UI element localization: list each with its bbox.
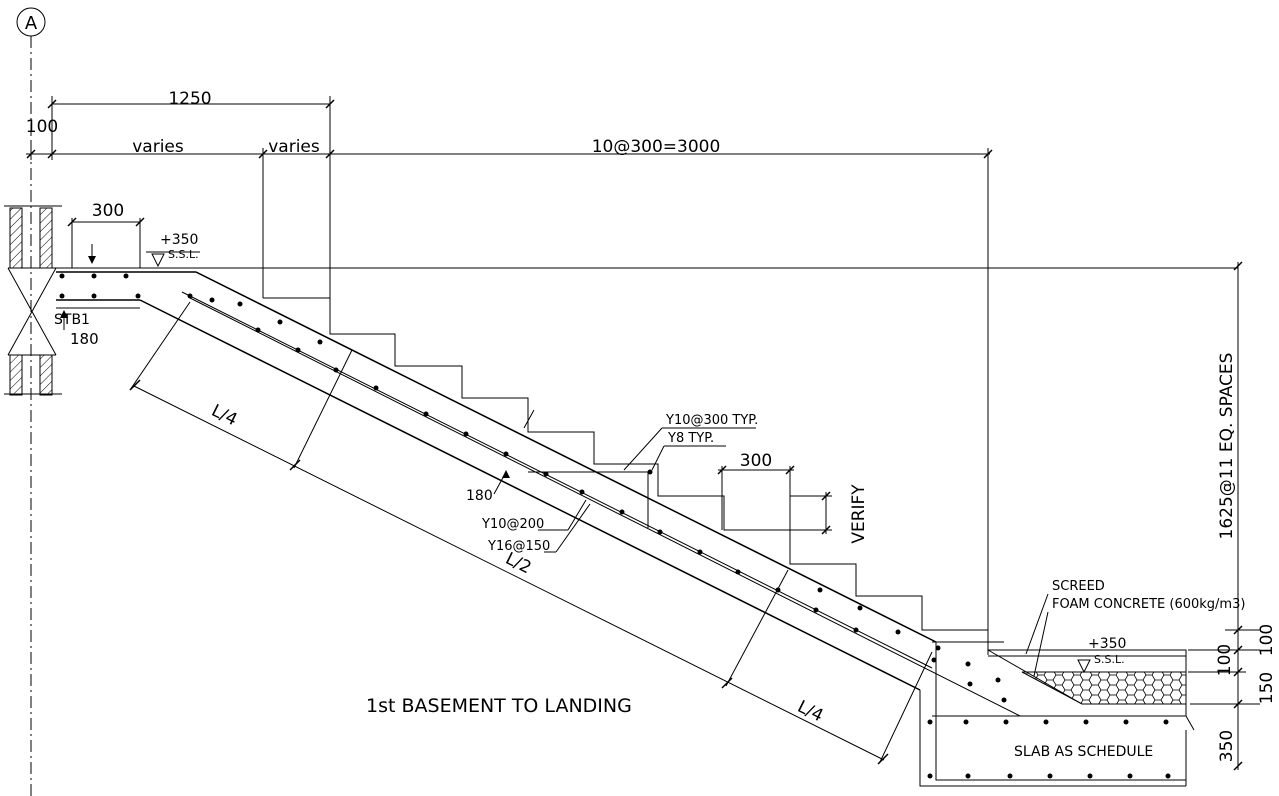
grid-label: A: [25, 13, 38, 34]
label-180-top: 180: [70, 330, 99, 348]
label-l4-bottom: L/4: [794, 697, 826, 727]
rebar-labels: Y10@300 TYP. Y8 TYP. 180 Y10@200 Y16@150: [466, 413, 758, 554]
drawing-title: 1st BASEMENT TO LANDING: [366, 695, 632, 717]
dim-varies-2: varies: [268, 137, 320, 157]
left-wall: [4, 205, 62, 396]
grid-line-a: A: [16, 7, 46, 796]
dim-1250: 1250: [168, 89, 211, 109]
dim-300-verify: 300: [740, 451, 772, 471]
label-y16-150: Y16@150: [487, 539, 550, 554]
right-dimensions: 1625@11 EQ. SPACES 100 100 150 350: [1188, 261, 1277, 771]
dim-risers: 1625@11 EQ. SPACES: [1217, 353, 1237, 540]
label-verify: VERIFY: [849, 484, 869, 544]
top-dimensions: 1250 100 varies varies 10@300=3000: [26, 89, 993, 655]
dim-varies-1: varies: [132, 137, 184, 157]
dim-100-inner: 100: [1215, 644, 1235, 676]
dim-150: 150: [1257, 672, 1277, 704]
label-y10-200: Y10@200: [481, 517, 544, 532]
label-screed: SCREED: [1052, 579, 1105, 594]
dim-350: 350: [1217, 730, 1237, 762]
stair-steps: [263, 297, 988, 631]
verify-dimension: 300 VERIFY: [717, 451, 869, 544]
label-stb1: STB1: [54, 312, 90, 328]
dim-goings: 10@300=3000: [592, 137, 721, 157]
dim-100-outer: 100: [1257, 624, 1277, 656]
label-180-mid: 180: [466, 488, 493, 504]
label-slab: SLAB AS SCHEDULE: [1014, 744, 1153, 760]
label-foam: FOAM CONCRETE (600kg/m3): [1052, 597, 1245, 612]
dim-100: 100: [26, 117, 58, 137]
ssl-top: S.S.L.: [168, 248, 199, 261]
top-landing: 300 +350 S.S.L. STB1 180: [52, 201, 1238, 348]
label-y10-300: Y10@300 TYP.: [665, 413, 758, 428]
level-bottom: +350: [1088, 636, 1126, 652]
ssl-bottom: S.S.L.: [1094, 653, 1125, 666]
level-top: +350: [160, 232, 198, 248]
dim-300-top: 300: [92, 201, 124, 221]
bottom-landing: +350 S.S.L. SCREED FOAM CONCRETE (600kg/…: [919, 579, 1245, 787]
waist-slab: [139, 271, 1021, 717]
label-y8: Y8 TYP.: [667, 431, 714, 446]
